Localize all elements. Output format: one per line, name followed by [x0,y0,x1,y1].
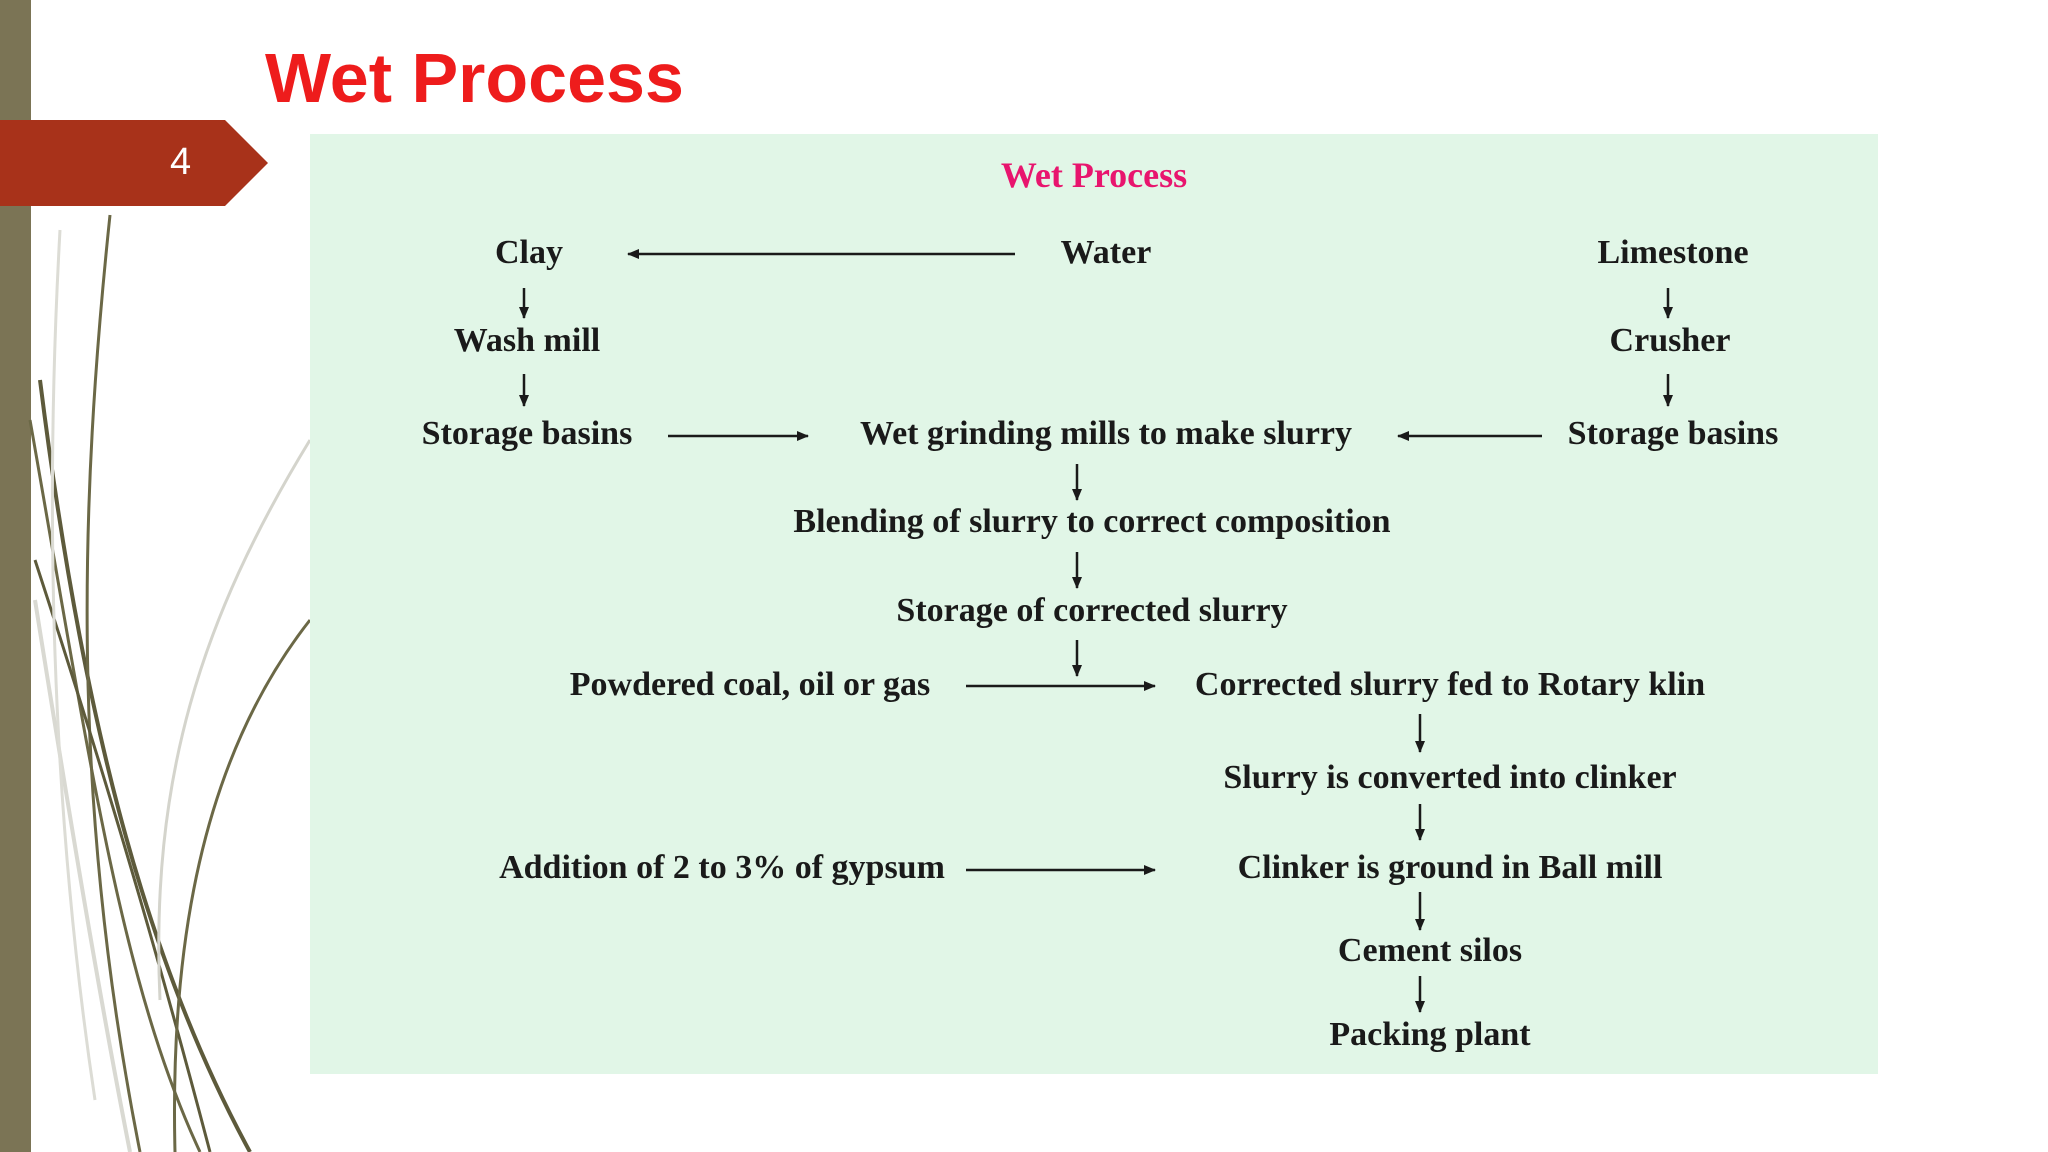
node-clay: Clay [495,234,563,271]
node-clinker-conversion: Slurry is converted into clinker [1223,759,1677,796]
node-wash-mill: Wash mill [453,322,601,359]
node-powdered-coal: Powdered coal, oil or gas [569,666,931,703]
flow-diagram: Wet Process Clay Water Limestone Wash mi… [310,134,1878,1074]
diagram-title: Wet Process [1000,155,1188,195]
slide-title: Wet Process [265,39,684,117]
node-wet-grinding-mills: Wet grinding mills to make slurry [859,415,1353,452]
flow-arrows [519,249,1673,1013]
node-gypsum-addition: Addition of 2 to 3% of gypsum [499,849,945,886]
node-storage-corrected-slurry: Storage of corrected slurry [896,592,1288,629]
decorative-curves [28,214,312,1152]
node-limestone: Limestone [1597,234,1749,271]
node-packing-plant: Packing plant [1329,1016,1531,1053]
node-storage-basins-left: Storage basins [421,415,633,452]
page-number: 4 [170,141,192,183]
node-storage-basins-right: Storage basins [1567,415,1779,452]
page-number-badge [0,120,268,206]
node-crusher: Crusher [1609,322,1731,359]
node-blending: Blending of slurry to correct compositio… [793,503,1391,540]
node-water: Water [1060,234,1152,271]
node-cement-silos: Cement silos [1337,932,1523,969]
node-rotary-kiln: Corrected slurry fed to Rotary klin [1194,666,1706,703]
node-ball-mill: Clinker is ground in Ball mill [1237,849,1663,886]
